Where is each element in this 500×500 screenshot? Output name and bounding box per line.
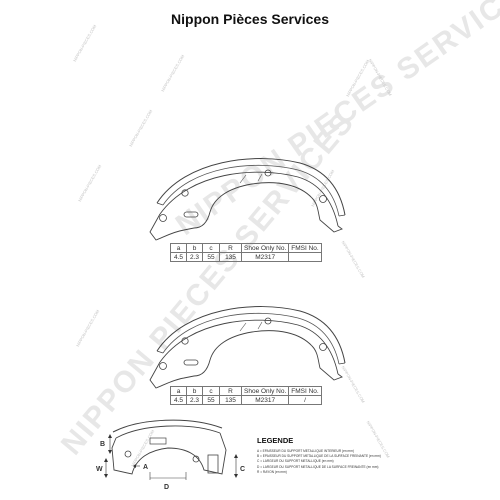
- value-cell: 55: [202, 395, 220, 405]
- header-cell: c: [202, 243, 220, 253]
- brake-shoe-bottom: [149, 306, 346, 389]
- value-cell: [288, 252, 322, 262]
- dim-label-b: B: [100, 441, 105, 448]
- value-cell: 55: [202, 252, 220, 262]
- legend-list: A = EPAISSEUR DU SUPPORT METALLIQUE INTE…: [257, 449, 381, 475]
- legend-item: D = LARGEUR DU SUPPORT METALLIQUE DE LA …: [257, 464, 379, 469]
- value-cell: M2317: [240, 252, 290, 262]
- value-cell: /: [288, 395, 322, 405]
- header-cell: a: [170, 386, 187, 396]
- dim-label-c: C: [240, 466, 245, 473]
- brake-shoe-top: [149, 158, 346, 241]
- legend-item: C = LARGEUR DU SUPPORT METALLIQUE (en mm…: [257, 459, 334, 464]
- dim-label-w: W: [96, 466, 103, 473]
- spec-table-row: 4.5 2.3 55 135 M2317 /: [170, 395, 322, 405]
- header-cell: a: [170, 243, 187, 253]
- page-title: Nippon Pièces Services: [171, 11, 329, 27]
- spec-table-row: 4.5 2.3 55 135 M2317: [170, 252, 322, 262]
- section-drawing: B W A D C: [96, 419, 245, 491]
- legend-item: B = EPAISSEUR DU SUPPORT METALLIQUE DE L…: [257, 454, 381, 459]
- header-cell: R: [219, 386, 242, 396]
- legend-title: LEGENDE: [257, 436, 294, 445]
- dim-label-d: D: [164, 484, 169, 491]
- spec-table-top: a b c R Shoe Only No. FMSI No. 4.5 2.3 5…: [170, 243, 322, 262]
- header-cell: FMSI No.: [288, 243, 322, 253]
- spec-table-bottom: a b c R Shoe Only No. FMSI No. 4.5 2.3 5…: [170, 386, 322, 405]
- legend-item: R = RAYON (en mm): [257, 469, 287, 474]
- value-cell: 135: [219, 252, 242, 262]
- value-cell: 2.3: [186, 395, 203, 405]
- value-cell: 4.5: [170, 395, 187, 405]
- header-cell: FMSI No.: [288, 386, 322, 396]
- header-cell: Shoe Only No.: [240, 386, 290, 396]
- value-cell: 2.3: [186, 252, 203, 262]
- dim-label-a: A: [143, 464, 148, 471]
- header-cell: R: [219, 243, 242, 253]
- header-cell: b: [186, 243, 203, 253]
- value-cell: M2317: [240, 395, 290, 405]
- value-cell: 135: [219, 395, 242, 405]
- legend-item: A = EPAISSEUR DU SUPPORT METALLIQUE INTE…: [257, 449, 354, 453]
- value-cell: 4.5: [170, 252, 187, 262]
- spec-table-header: a b c R Shoe Only No. FMSI No.: [170, 243, 322, 253]
- spec-table-header: a b c R Shoe Only No. FMSI No.: [170, 386, 322, 396]
- header-cell: b: [186, 386, 203, 396]
- header-cell: Shoe Only No.: [240, 243, 290, 253]
- header-cell: c: [202, 386, 220, 396]
